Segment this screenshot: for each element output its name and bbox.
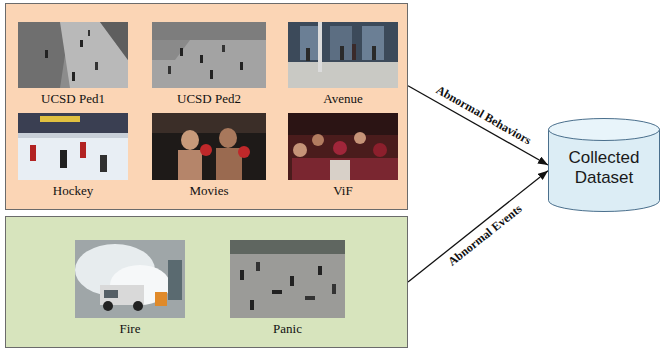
dataset-group-panel: UCSD Ped1UCSD Ped2AvenueHockeyMoviesViF [5, 3, 408, 210]
thumbnail-caption: Fire [69, 321, 191, 337]
dataset-thumbnail: Avenue [288, 22, 398, 110]
dataset-group-panel: FirePanic [5, 216, 408, 348]
thumbnail-caption: UCSD Ped2 [146, 91, 272, 107]
thumbnail-panic [230, 240, 345, 318]
thumbnail-hockey [18, 113, 128, 180]
panel-fill [5, 216, 408, 348]
edge-label: Abnormal Behaviors [432, 82, 536, 150]
dataset-thumbnail: UCSD Ped2 [152, 22, 266, 110]
thumbnail-fire [75, 240, 185, 318]
edge-label: Abnormal Events [444, 200, 527, 270]
dataset-thumbnail: Fire [75, 240, 185, 339]
thumbnail-caption: Hockey [12, 183, 134, 199]
node-label: Collected Dataset [548, 118, 660, 188]
dataset-thumbnail: Panic [230, 240, 345, 339]
thumbnail-caption: Movies [146, 183, 272, 199]
thumbnail-ped1 [18, 22, 128, 88]
dataset-thumbnail: Movies [152, 113, 266, 201]
cylinder-top [549, 119, 660, 141]
dataset-thumbnail: ViF [288, 113, 398, 201]
dataset-thumbnail: UCSD Ped1 [18, 22, 128, 110]
thumbnail-caption: ViF [282, 183, 404, 199]
thumbnail-vif [288, 113, 398, 180]
connector-arrow [408, 86, 548, 165]
connector-arrow [408, 171, 548, 282]
thumbnail-caption: Avenue [282, 91, 404, 107]
thumbnail-avenue [288, 22, 398, 88]
dataset-thumbnail: Hockey [18, 113, 128, 201]
thumbnail-ped2 [152, 22, 266, 88]
thumbnail-caption: Panic [224, 321, 351, 337]
thumbnail-movies [152, 113, 266, 180]
thumbnail-caption: UCSD Ped1 [12, 91, 134, 107]
panel-fill [5, 3, 408, 210]
database-cylinder: Collected Dataset [548, 118, 660, 212]
